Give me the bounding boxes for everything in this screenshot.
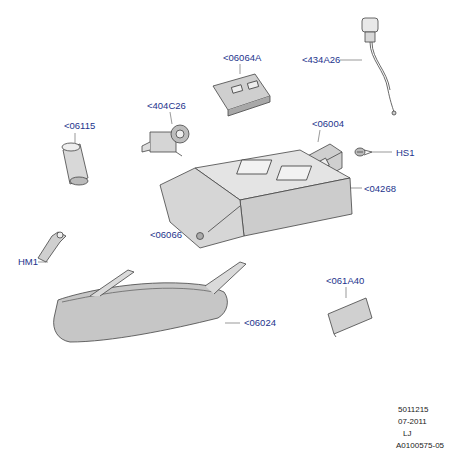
callout-number: <434A26 [302, 55, 340, 65]
reference-code: 5011215 [398, 406, 429, 414]
callout-number: <06064A [223, 53, 261, 63]
callout-number: <061A40 [326, 276, 364, 286]
callout-number: <06024 [244, 318, 276, 328]
reference-code: A0100575-05 [396, 442, 444, 450]
reference-code: LJ [403, 430, 411, 438]
callout-number: <04268 [364, 184, 396, 194]
callout-number: HS1 [396, 148, 414, 158]
callout-number: <404C26 [147, 101, 186, 111]
callout-number: HM1 [18, 257, 38, 267]
callout-number: <06004 [312, 119, 344, 129]
callout-number: <06066 [150, 230, 182, 240]
reference-code: 07-2011 [398, 418, 427, 426]
callout-number: <06115 [64, 121, 95, 131]
